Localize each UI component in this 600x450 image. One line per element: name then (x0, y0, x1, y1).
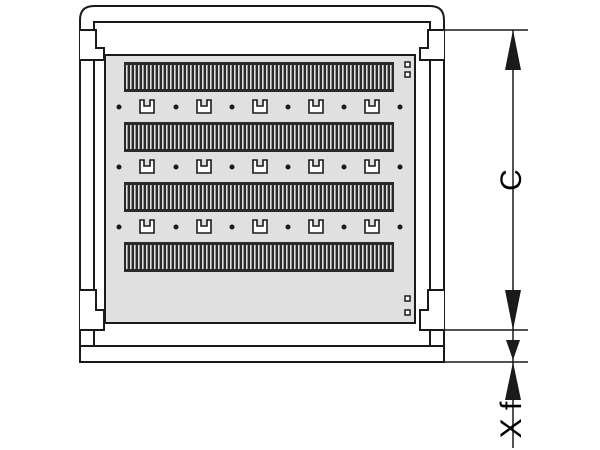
mount-clip (364, 219, 380, 234)
mount-hole (341, 104, 347, 110)
mount-row (116, 159, 403, 174)
dimension-label-xf: X f (495, 401, 528, 438)
corner-mark-top-right-2 (404, 71, 411, 78)
mount-hole (285, 104, 291, 110)
mount-hole (229, 224, 235, 230)
mount-hole (397, 164, 403, 170)
mount-clip (364, 159, 380, 174)
mount-clip (252, 99, 268, 114)
mount-clip (308, 159, 324, 174)
corner-mark-bottom-right-2 (404, 309, 411, 316)
mount-rows (116, 99, 403, 234)
mount-hole (173, 104, 179, 110)
panel-corner-marks (404, 61, 411, 316)
vent-panel (104, 54, 416, 324)
mount-hole (341, 164, 347, 170)
mount-hole (116, 104, 122, 110)
mount-hole (116, 164, 122, 170)
mount-clip (364, 99, 380, 114)
mount-clip (308, 219, 324, 234)
vent-row (124, 122, 394, 152)
vent-slot-rows (124, 62, 394, 272)
arrow-xf-down (506, 340, 520, 360)
mount-clip (139, 159, 155, 174)
mount-hole (285, 224, 291, 230)
mount-clip (308, 99, 324, 114)
corner-mark-top-right-1 (404, 61, 411, 68)
mount-clip (196, 159, 212, 174)
arrow-c-bottom (505, 290, 521, 330)
dimension-lines (420, 29, 528, 448)
mount-clip (252, 159, 268, 174)
mount-hole (397, 224, 403, 230)
mount-row (116, 219, 403, 234)
bracket-top-right (419, 29, 444, 61)
arrow-c-top (505, 30, 521, 70)
bracket-top-left (80, 29, 105, 61)
mount-hole (341, 224, 347, 230)
bracket-bottom-left (80, 289, 105, 331)
mount-clip (139, 99, 155, 114)
mount-hole (116, 224, 122, 230)
mount-hole (229, 104, 235, 110)
mount-hole (173, 224, 179, 230)
mount-clip (196, 99, 212, 114)
vent-row (124, 182, 394, 212)
dimension-label-c: C (495, 169, 528, 191)
mount-hole (173, 164, 179, 170)
corner-mark-bottom-right-1 (404, 295, 411, 302)
mount-row (116, 99, 403, 114)
arrow-xf-up (505, 362, 521, 400)
mount-hole (397, 104, 403, 110)
vent-row (124, 242, 394, 272)
mount-clip (139, 219, 155, 234)
vent-row (124, 62, 394, 92)
mount-hole (285, 164, 291, 170)
mount-clip (196, 219, 212, 234)
mount-hole (229, 164, 235, 170)
mount-clip (252, 219, 268, 234)
